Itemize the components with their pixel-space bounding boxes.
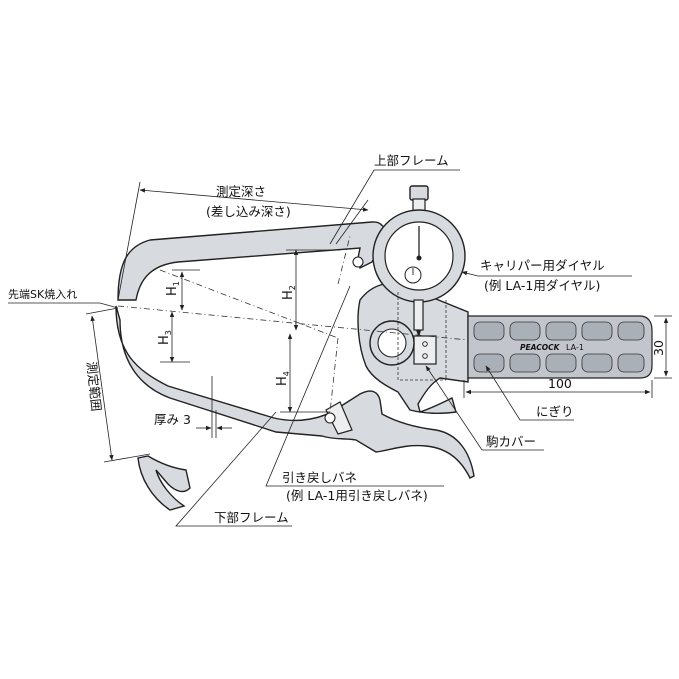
- hidden-outline: [397, 292, 446, 381]
- measure-depth-label: 測定深さ: [216, 184, 266, 199]
- h1-label: H1: [165, 281, 181, 296]
- jaw-line-lower: [329, 337, 339, 413]
- jaw-line-upper: [159, 269, 339, 339]
- measure-range-ext-top: [85, 307, 119, 315]
- upper-jaw-tip-line: [337, 235, 351, 285]
- piece-cover-screw-1: [422, 341, 428, 347]
- upper-frame-shape: [117, 221, 386, 301]
- lower-tip-shape: [137, 455, 191, 511]
- caliper-dial-example-label: (例 LA-1用ダイヤル): [484, 278, 600, 293]
- upper-pin: [352, 256, 364, 268]
- upper-frame-leader: [329, 169, 460, 245]
- insert-depth-label: (差し込み深さ): [206, 204, 291, 219]
- dial-stem-neck: [412, 198, 426, 212]
- measure-range-ext-bottom: [103, 453, 151, 463]
- return-spring-label: 引き戻しバネ: [282, 470, 357, 485]
- measure-depth-ext-right: [335, 199, 369, 245]
- dial-stem-top: [409, 185, 429, 201]
- caliper-dial-leader: [461, 271, 632, 277]
- piece-cover-screw-2: [422, 353, 428, 359]
- piece-cover-leader: [425, 365, 544, 451]
- grip-ridges: [473, 321, 645, 373]
- lower-pin: [324, 412, 336, 424]
- lower-jaw-shape: [325, 401, 353, 435]
- h2-label: H2: [281, 285, 297, 300]
- upper-frame-label: 上部フレーム: [374, 153, 449, 168]
- tip-sk-leader: [8, 302, 119, 309]
- dial-spindle: [413, 299, 424, 331]
- grip-label: にぎり: [536, 404, 574, 419]
- lower-frame-label: 下部フレーム: [214, 510, 289, 525]
- pivot-inner: [377, 328, 407, 358]
- h4-label: H4: [275, 371, 291, 386]
- lower-frame-shape: [115, 305, 475, 479]
- h3-label: H3: [157, 330, 173, 345]
- return-spring-leader: [265, 285, 444, 487]
- measure-range-label: 測定範囲: [84, 361, 104, 412]
- piece-cover-block: [413, 335, 437, 365]
- return-spring-example-label: (例 LA-1用引き戻しバネ): [286, 488, 428, 503]
- piece-cover-label: 駒カバー: [486, 434, 536, 449]
- measure-depth-dim: [139, 188, 369, 212]
- tip-sk-label: 先端SK焼入れ: [8, 288, 77, 301]
- dim-100-label: 100: [548, 376, 572, 391]
- caliper-dial-label: キャリパー用ダイヤル: [480, 258, 605, 273]
- thickness-label: 厚み 3: [154, 412, 191, 427]
- measure-depth-ext-left: [117, 181, 141, 301]
- dim-30-label: 30: [651, 340, 666, 356]
- grip-brand: PEACOCK: [520, 343, 561, 352]
- measure-range-dim: [90, 315, 114, 461]
- lower-frame-leader: [175, 411, 292, 527]
- grip-model: LA-1: [566, 343, 584, 352]
- dial-spindle-tip: [416, 330, 421, 338]
- dial-center: [416, 255, 422, 261]
- grip-leader: [485, 365, 574, 421]
